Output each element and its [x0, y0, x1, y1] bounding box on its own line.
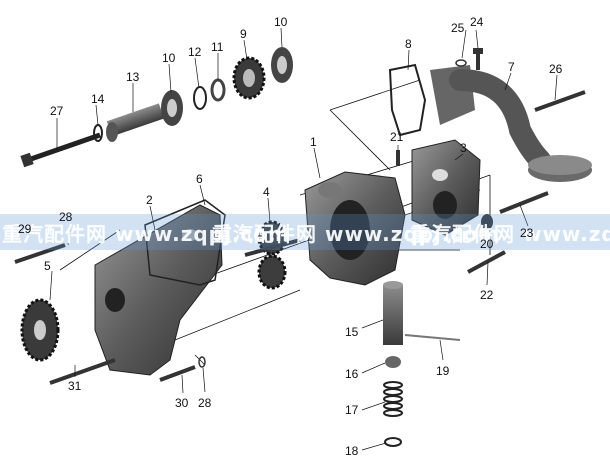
- spring-17: [383, 381, 403, 417]
- callout-28-top: 28: [59, 210, 73, 224]
- wire-19: [404, 334, 461, 341]
- callout-14: 14: [91, 92, 105, 106]
- watermark-text-right: 重汽配件网 www.zqpj.com: [410, 222, 610, 246]
- callout-29: 29: [18, 222, 32, 236]
- cover-3: [411, 139, 481, 236]
- bolt-23: [499, 191, 549, 214]
- callout-4: 4: [263, 185, 270, 199]
- gasket-8: [388, 63, 427, 137]
- callout-7: 7: [508, 60, 515, 74]
- housing-2: [94, 204, 223, 376]
- callout-6: 6: [196, 172, 203, 186]
- washer-14: [93, 124, 103, 142]
- spacer-11: [210, 78, 226, 102]
- bolt-24: [473, 48, 483, 70]
- callout-27: 27: [50, 104, 64, 118]
- plug-20: [481, 214, 493, 230]
- snap-ring-12: [193, 86, 207, 110]
- washer-18: [384, 437, 402, 447]
- callout-17: 17: [345, 403, 359, 417]
- bolt-27: [20, 132, 101, 168]
- ball-16: [385, 356, 401, 368]
- leader-lines: [49, 27, 558, 451]
- callout-25: 25: [451, 21, 465, 35]
- suction-pipe-7: [430, 65, 592, 182]
- gasket-6: [144, 199, 226, 286]
- callout-20: 20: [480, 237, 494, 251]
- bearing-10-left: [161, 90, 183, 126]
- watermark-text-center: 重汽配件网 www.zqpj.com: [212, 222, 500, 246]
- callout-2: 2: [146, 193, 153, 207]
- callout-18: 18: [345, 444, 359, 458]
- bearing-10-right: [271, 47, 293, 83]
- callout-1: 1: [310, 135, 317, 149]
- callout-13: 13: [126, 70, 140, 84]
- bolt-29: [14, 243, 66, 264]
- callout-19: 19: [436, 364, 450, 378]
- watermark-text-left: 重汽配件网 www.zqpj.com: [2, 222, 290, 246]
- callout-8: 8: [405, 37, 412, 51]
- bolt-31: [49, 358, 116, 385]
- gear-9: [232, 56, 266, 100]
- gear-5: [20, 298, 60, 362]
- callout-3: 3: [460, 141, 467, 155]
- shaft-13: [106, 103, 165, 142]
- callout-28-bottom: 28: [198, 396, 212, 410]
- callout-16: 16: [345, 367, 359, 381]
- callout-23: 23: [520, 226, 534, 240]
- callout-5: 5: [44, 259, 51, 273]
- gear-set-4: [244, 220, 301, 290]
- washer-25: [455, 59, 467, 67]
- callout-10-right: 10: [274, 15, 288, 29]
- bolt-22: [467, 250, 506, 274]
- pump-body-1: [304, 171, 406, 286]
- callout-11: 11: [211, 40, 224, 54]
- callout-10-left: 10: [162, 51, 176, 65]
- bolt-26: [534, 90, 586, 112]
- watermark-band: [0, 214, 610, 250]
- callout-21: 21: [390, 130, 404, 144]
- callout-26: 26: [549, 62, 563, 76]
- callout-22: 22: [480, 288, 494, 302]
- callout-31: 31: [68, 379, 82, 393]
- callout-24: 24: [470, 15, 484, 29]
- bolt-30: [159, 365, 196, 382]
- callout-15: 15: [345, 325, 359, 339]
- valve-body-15: [383, 281, 403, 345]
- callout-30: 30: [175, 396, 189, 410]
- callout-9: 9: [240, 27, 247, 41]
- callout-12: 12: [188, 45, 202, 59]
- washer-28-bottom: [198, 356, 206, 368]
